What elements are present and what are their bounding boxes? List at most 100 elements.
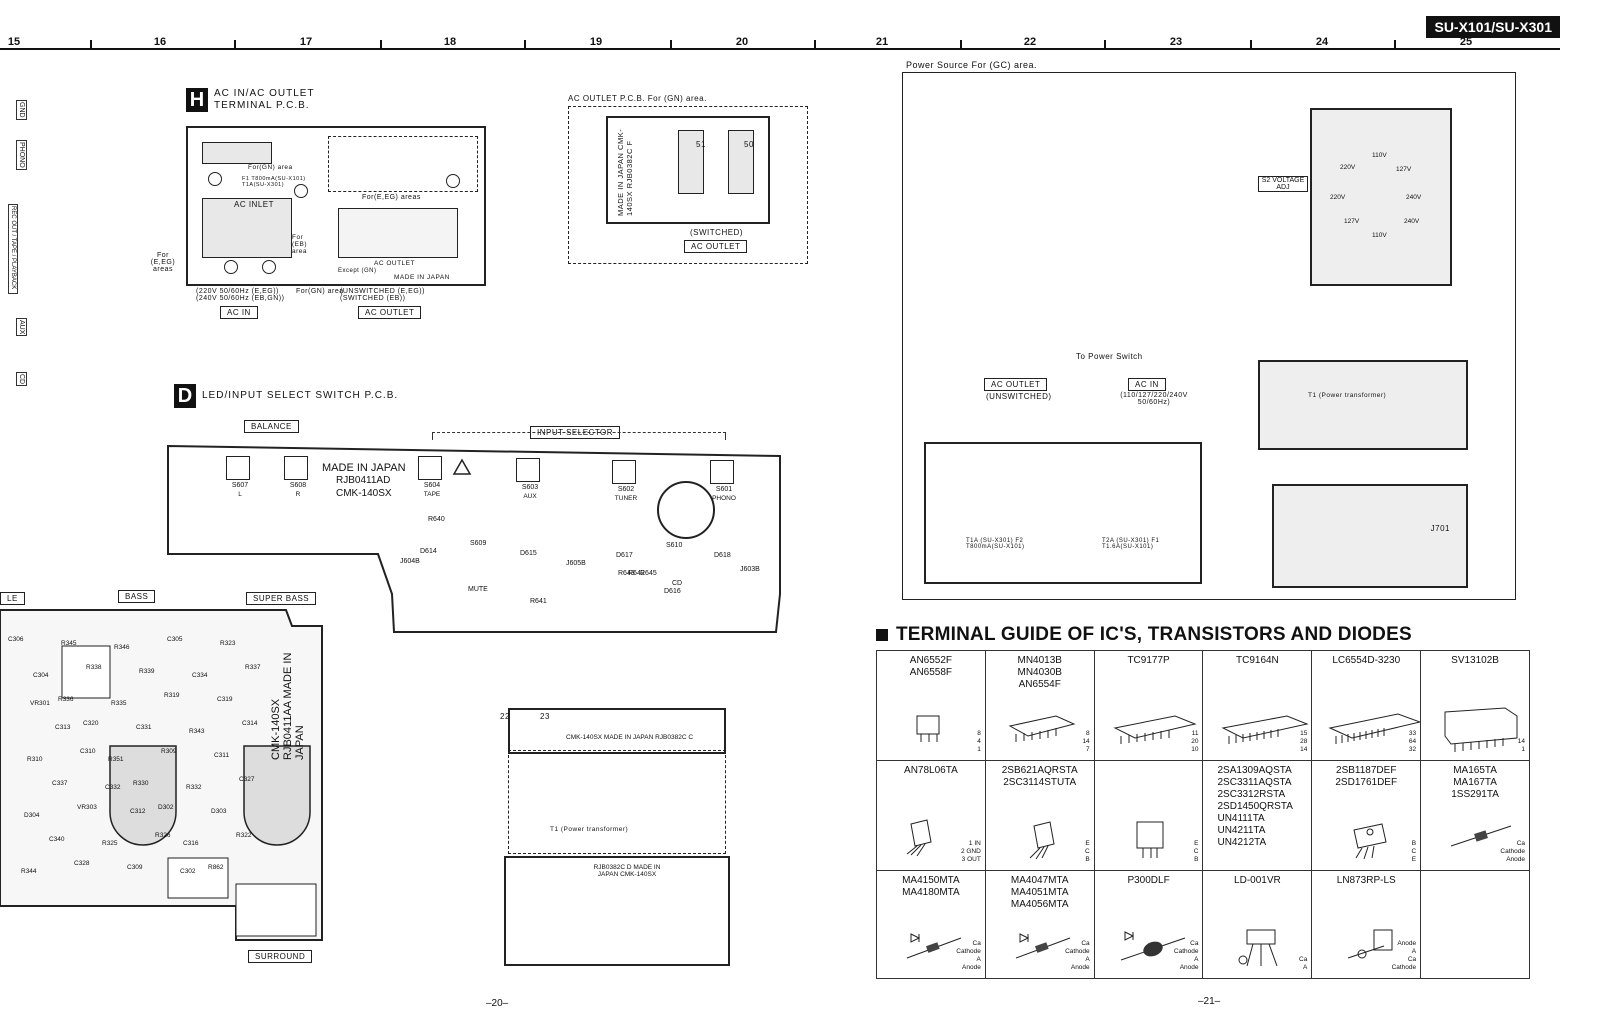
pin-label: Ca bbox=[1081, 940, 1090, 947]
pin-label: A bbox=[1302, 964, 1308, 971]
pin-label: Cathode bbox=[1391, 964, 1417, 971]
ac-in-pcb: AC INLET For(GN) area F1 T800mA(SU-X101)… bbox=[186, 126, 486, 286]
ruler-tick bbox=[524, 40, 526, 49]
tone-pcb bbox=[0, 609, 323, 941]
for-gn-note-2: For(GN) area bbox=[296, 288, 344, 295]
pin-label: 1 bbox=[977, 746, 981, 753]
tone-part-vr301: VR301 bbox=[30, 700, 50, 707]
gc-ac-outlet: AC OUTLET bbox=[984, 378, 1048, 391]
gc-j701-pcb: J701 bbox=[1272, 484, 1468, 588]
tone-part-r345: R345 bbox=[61, 640, 77, 647]
d-part-no: RJB0411AD bbox=[336, 475, 391, 486]
trans-label: T1 (Power transformer) bbox=[550, 826, 629, 833]
guide-part-numbers: LC6554D-3230 bbox=[1332, 655, 1401, 666]
tone-part-c306: C306 bbox=[8, 636, 24, 643]
d-part-r641: R641 bbox=[530, 598, 547, 605]
tone-part-r323: R323 bbox=[220, 640, 236, 647]
gn-switched-note: (SWITCHED) bbox=[690, 228, 743, 237]
gn-outlet-terminal-left bbox=[678, 130, 704, 194]
fuse-note: F1 T800mA(SU-X101) T1A(SU-X301) bbox=[242, 176, 306, 188]
tone-label-3: SURROUND bbox=[248, 950, 313, 963]
ruler-tick bbox=[1250, 40, 1252, 49]
tone-part-c310: C310 bbox=[80, 748, 96, 755]
pin-label: 20 bbox=[1191, 738, 1199, 745]
gc-ac-in: AC IN bbox=[1128, 378, 1166, 391]
sidebar-phono: PHONO bbox=[16, 140, 27, 170]
tone-label-0: LE bbox=[0, 592, 25, 605]
pin-label: A bbox=[1085, 956, 1090, 963]
ruler-col-22: 22 bbox=[1023, 36, 1037, 48]
trans-pcb-top: CMK-140SX MADE IN JAPAN RJB0382C C 22 23 bbox=[500, 708, 726, 754]
tone-part-c311: C311 bbox=[214, 752, 230, 759]
pin-label: 11 bbox=[1191, 730, 1199, 737]
pin-label: 28 bbox=[1300, 738, 1308, 745]
tone-part-c334: C334 bbox=[192, 672, 208, 679]
pin-label: 7 bbox=[1086, 746, 1090, 753]
made-in-japan-h: MADE IN JAPAN bbox=[394, 274, 450, 281]
voltage-label-4: 127V bbox=[1344, 218, 1360, 225]
tone-pot-1 bbox=[109, 745, 177, 846]
ruler-tick bbox=[1104, 40, 1106, 49]
pin-label: Ca bbox=[1190, 940, 1199, 947]
gn-outlet-pcb: MADE IN JAPAN CMK-140SX RJB0382C F 51 50 bbox=[606, 116, 770, 224]
tone-label-1: BASS bbox=[118, 590, 156, 603]
switch-s607 bbox=[226, 456, 250, 480]
ruler-tick bbox=[1394, 40, 1396, 49]
voltage-label-6: 110V bbox=[1372, 232, 1387, 239]
ruler-line bbox=[0, 48, 1560, 50]
pin-label: 33 bbox=[1408, 730, 1417, 737]
tone-part-r336: R336 bbox=[58, 696, 74, 703]
pin-label: Ca bbox=[972, 940, 981, 947]
switch-ref-s604: S604 bbox=[423, 482, 441, 489]
led-pcb-outline bbox=[167, 444, 781, 633]
tone-part-r322: R322 bbox=[236, 832, 252, 839]
pin-label: A bbox=[1411, 948, 1417, 955]
tone-part-c304: C304 bbox=[33, 672, 49, 679]
d-part-d618: D618 bbox=[714, 552, 731, 559]
switch-ref-s601: S601 bbox=[715, 486, 733, 493]
ruler-tick bbox=[670, 40, 672, 49]
d-made-in-japan: MADE IN JAPAN bbox=[322, 462, 406, 474]
pin-label: Ca bbox=[1407, 956, 1417, 963]
tone-part-c337: C337 bbox=[52, 780, 68, 787]
guide-part-numbers: 2SA1309AQSTA 2SC3311AQSTA 2SC3312RSTA 2S… bbox=[1217, 765, 1293, 848]
guide-part-numbers: 2SB1187DEF 2SD1761DEF bbox=[1335, 765, 1398, 788]
ruler-col-17: 17 bbox=[299, 36, 313, 48]
switch-s603 bbox=[516, 458, 540, 482]
voltage-label-0: 110V bbox=[1372, 152, 1387, 159]
tone-part-r325: R325 bbox=[102, 840, 118, 847]
pin-22 bbox=[208, 172, 222, 186]
trans-pcb-bottom: RJB0382C D MADE IN JAPAN CMK-140SX bbox=[504, 856, 730, 966]
tone-part-c327: C327 bbox=[239, 776, 255, 783]
switch-note: (UNSWITCHED (E,EG)) (SWITCHED (EB)) bbox=[340, 288, 425, 302]
switch-s608 bbox=[284, 456, 308, 480]
guide-part-numbers: P300DLF bbox=[1127, 875, 1170, 886]
gn-outlet-label: AC OUTLET bbox=[684, 240, 748, 253]
ruler-col-16: 16 bbox=[153, 36, 167, 48]
tone-part-c316: C316 bbox=[183, 840, 199, 847]
tone-part-d304: D304 bbox=[24, 812, 40, 819]
pin-label: 14 bbox=[1517, 738, 1525, 745]
for-eb-note: For (EB) area bbox=[292, 234, 308, 255]
tone-part-c340: C340 bbox=[49, 836, 65, 843]
pin-label: Cathode bbox=[1065, 948, 1090, 955]
pin-label: 8 bbox=[977, 730, 981, 737]
switch-ref-s602: S602 bbox=[617, 486, 635, 493]
guide-part-numbers: 2SB621AQRSTA 2SC3114STUTA bbox=[1001, 765, 1078, 788]
